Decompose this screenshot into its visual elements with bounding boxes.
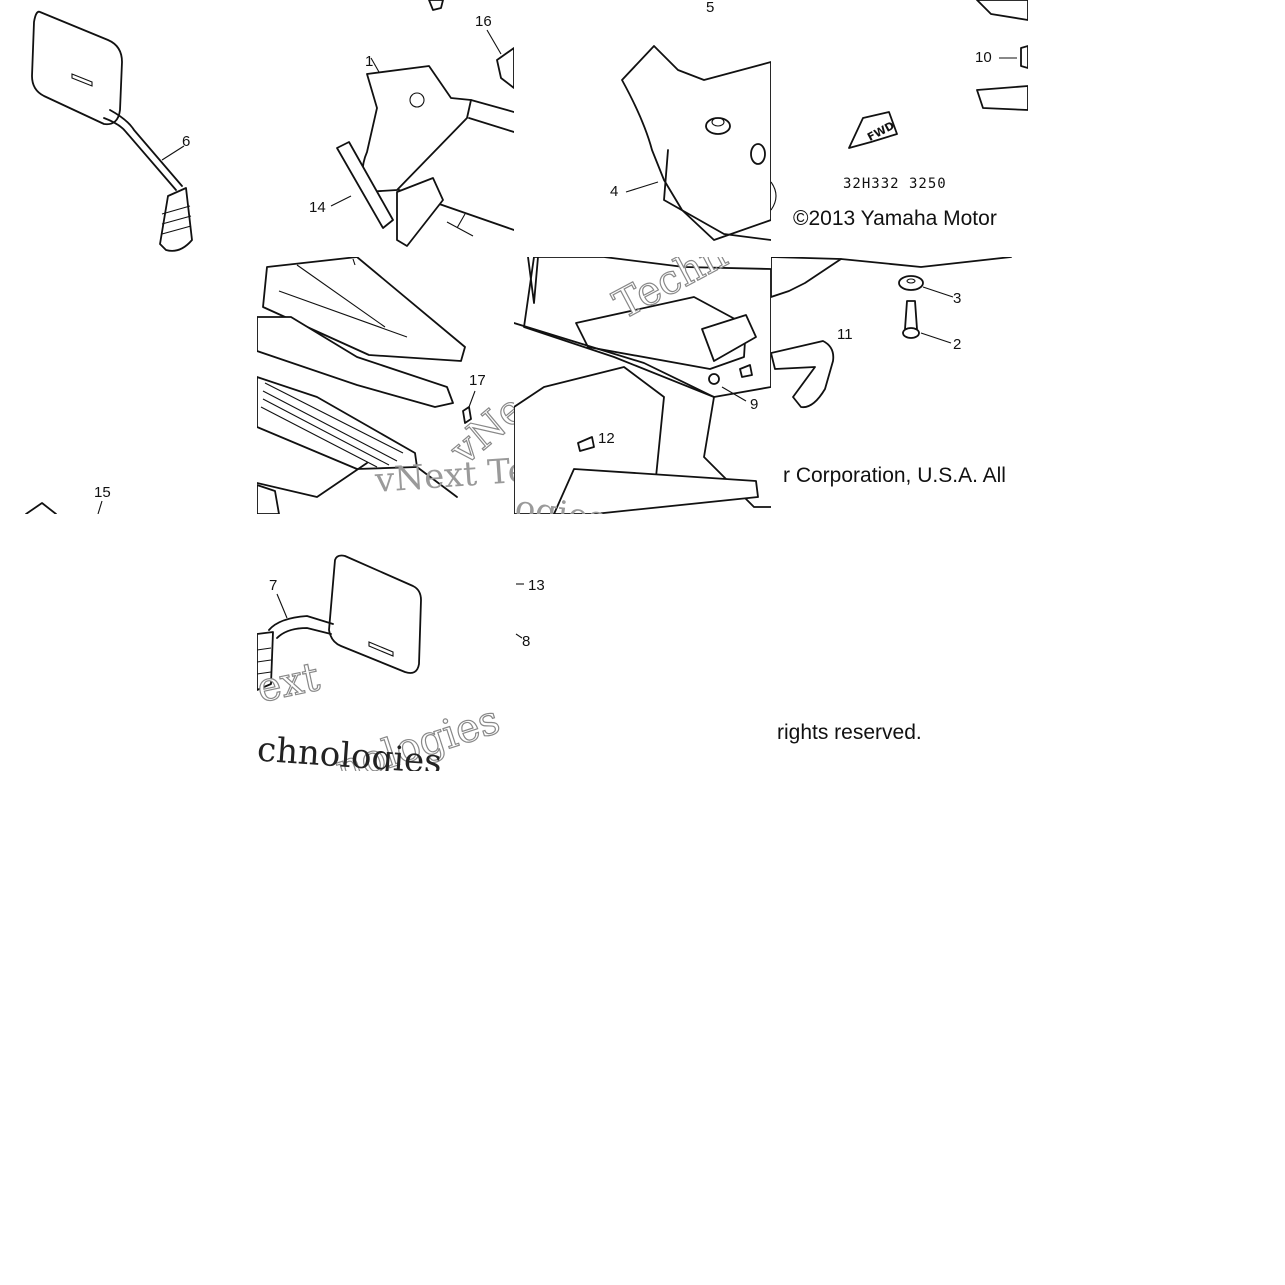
cowl-rail bbox=[257, 316, 454, 408]
cowl-top-panel bbox=[262, 257, 466, 362]
copyright-line-2: r Corporation, U.S.A. All bbox=[783, 464, 1006, 487]
mirror-7-stem bbox=[268, 615, 334, 639]
label-2: 2 bbox=[953, 336, 961, 353]
label-9: 9 bbox=[750, 396, 758, 413]
label-1: 1 bbox=[365, 53, 373, 70]
tile-inner-panel: 9 12 logies Techn bbox=[514, 257, 771, 514]
side-cover-4 bbox=[621, 45, 771, 241]
tile-copyright: FWD 10 32H332 3250 ©2013 Yamaha Motor bbox=[771, 0, 1028, 257]
inner-panel-drawing: 9 12 bbox=[514, 257, 771, 514]
label-8: 8 bbox=[522, 633, 530, 650]
mirror-7-head bbox=[328, 554, 422, 674]
trim-strip-14 bbox=[336, 141, 394, 229]
tile-upper-cover: 1 14 16 bbox=[257, 0, 514, 257]
label-16: 16 bbox=[475, 13, 492, 30]
light-unit bbox=[701, 314, 757, 362]
label-10: 10 bbox=[975, 49, 992, 66]
label-12: 12 bbox=[598, 430, 615, 447]
label-13: 13 bbox=[528, 577, 545, 594]
tile-fasteners: 3 2 11 r Corporation, U.S.A. All bbox=[771, 257, 1028, 514]
copyright-drawing: FWD 10 bbox=[771, 0, 1028, 211]
diagram-code: 32H332 3250 bbox=[843, 176, 947, 192]
label-14: 14 bbox=[309, 199, 326, 216]
left-mirror-drawing: 6 bbox=[31, 10, 193, 252]
right-mirror-drawing: 7 bbox=[257, 554, 422, 691]
mirror-6-boot bbox=[159, 187, 193, 252]
tile-callouts: 13 8 bbox=[514, 514, 771, 771]
bracket bbox=[396, 177, 444, 247]
label-5: 5 bbox=[706, 0, 714, 16]
label-15: 15 bbox=[94, 484, 111, 501]
tile-right-mirror: 7 ext nologies chnologies bbox=[257, 514, 514, 771]
bolt-2 bbox=[904, 300, 918, 330]
tile-rights: rights reserved. bbox=[771, 514, 1028, 771]
upper-cover-drawing: 1 14 16 bbox=[309, 0, 514, 247]
label-17: 17 bbox=[469, 372, 486, 389]
upper-cover-1 bbox=[361, 65, 472, 193]
lower-cowl-drawing: 17 bbox=[257, 257, 486, 514]
fwd-arrow-marker bbox=[848, 111, 898, 149]
tile-side-cover: 5 4 bbox=[514, 0, 771, 257]
callouts-drawing: 13 8 bbox=[515, 577, 545, 650]
grab-bar-11 bbox=[771, 340, 835, 409]
side-cover-drawing: 5 4 bbox=[610, 0, 771, 241]
label-6: 6 bbox=[182, 133, 190, 150]
left-edge-drawing: 15 bbox=[25, 484, 111, 514]
label-7: 7 bbox=[269, 577, 277, 594]
copyright-line-3: rights reserved. bbox=[777, 721, 922, 744]
inner-tray bbox=[575, 296, 747, 370]
part-16 bbox=[496, 47, 514, 89]
mirror-6-stem bbox=[103, 109, 183, 191]
tile-lower-cowl: 17 vNext Tec vNe bbox=[257, 257, 514, 514]
label-11: 11 bbox=[837, 326, 853, 343]
lower-trim bbox=[553, 468, 759, 514]
fasteners-drawing: 3 2 11 bbox=[771, 257, 1012, 409]
label-4: 4 bbox=[610, 183, 618, 200]
copyright-line-1: ©2013 Yamaha Motor bbox=[793, 207, 997, 230]
tile-left-edge: 15 bbox=[0, 257, 257, 514]
tile-left-mirror: 6 bbox=[0, 0, 257, 257]
label-3: 3 bbox=[953, 290, 961, 307]
mirror-6-head bbox=[31, 10, 123, 126]
